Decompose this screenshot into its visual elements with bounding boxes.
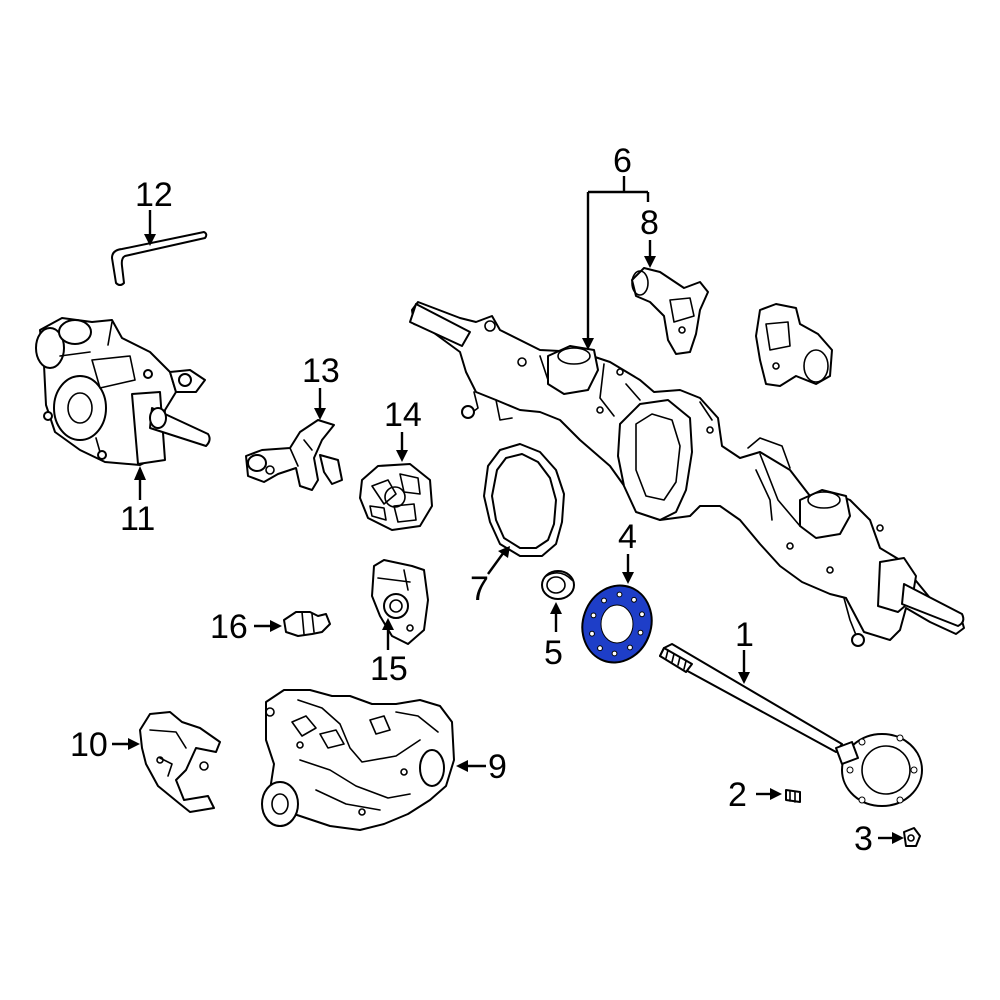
part-9-differential-carrier[interactable]	[261, 689, 455, 831]
callout-10: 10	[70, 726, 108, 764]
gasket-bolt-hole	[616, 591, 623, 598]
gasket-bolt-hole	[611, 650, 618, 657]
part-6-axle-housing[interactable]	[409, 301, 965, 647]
leader-lines	[112, 176, 904, 844]
part-8-bracket-right[interactable]	[755, 303, 833, 387]
callout-11: 11	[120, 500, 155, 538]
gasket-bolt-hole	[590, 612, 597, 619]
callout-4: 4	[618, 518, 637, 556]
part-12-vent-hose[interactable]	[111, 231, 208, 286]
callout-7: 7	[470, 570, 489, 608]
callout-3: 3	[854, 820, 873, 858]
callout-5: 5	[544, 634, 563, 672]
part-8-bracket-left[interactable]	[631, 267, 709, 355]
callout-2: 2	[728, 776, 747, 814]
part-11-actuator[interactable]	[35, 317, 211, 466]
gasket-bolt-hole	[639, 611, 645, 618]
gasket-bolt-hole	[597, 645, 603, 652]
part-1-axle-shaft[interactable]	[659, 643, 923, 807]
gasket-bolt-hole	[589, 630, 595, 637]
callout-6: 6	[613, 142, 632, 180]
callout-labels: 12 11 13 14 15 16 10 9 7 5 4 6 8 1 2 3	[70, 142, 873, 858]
part-4-gasket-highlighted[interactable]	[572, 576, 663, 673]
callout-13: 13	[302, 352, 340, 390]
part-7-housing-gasket[interactable]	[483, 443, 565, 557]
gasket-bolt-hole	[601, 597, 607, 604]
callout-1: 1	[735, 616, 754, 654]
gasket-bolt-hole	[627, 644, 633, 651]
part-5-seal[interactable]	[541, 570, 575, 600]
part-15-mount[interactable]	[371, 559, 429, 645]
part-2-wheel-stud[interactable]	[785, 789, 801, 803]
gasket-bolt-hole	[637, 629, 644, 636]
callout-14: 14	[384, 396, 422, 434]
part-10-carrier-bracket[interactable]	[139, 711, 221, 813]
callout-8: 8	[640, 204, 659, 242]
callout-15: 15	[370, 650, 408, 688]
part-16-switch[interactable]	[283, 611, 331, 637]
callout-12: 12	[135, 176, 173, 214]
callout-16: 16	[210, 608, 248, 646]
gasket-bolt-hole	[631, 596, 637, 603]
part-3-nut[interactable]	[903, 827, 921, 847]
part-13-shift-fork[interactable]	[245, 419, 343, 491]
callout-9: 9	[488, 748, 507, 786]
part-14-differential-case[interactable]	[359, 463, 433, 531]
